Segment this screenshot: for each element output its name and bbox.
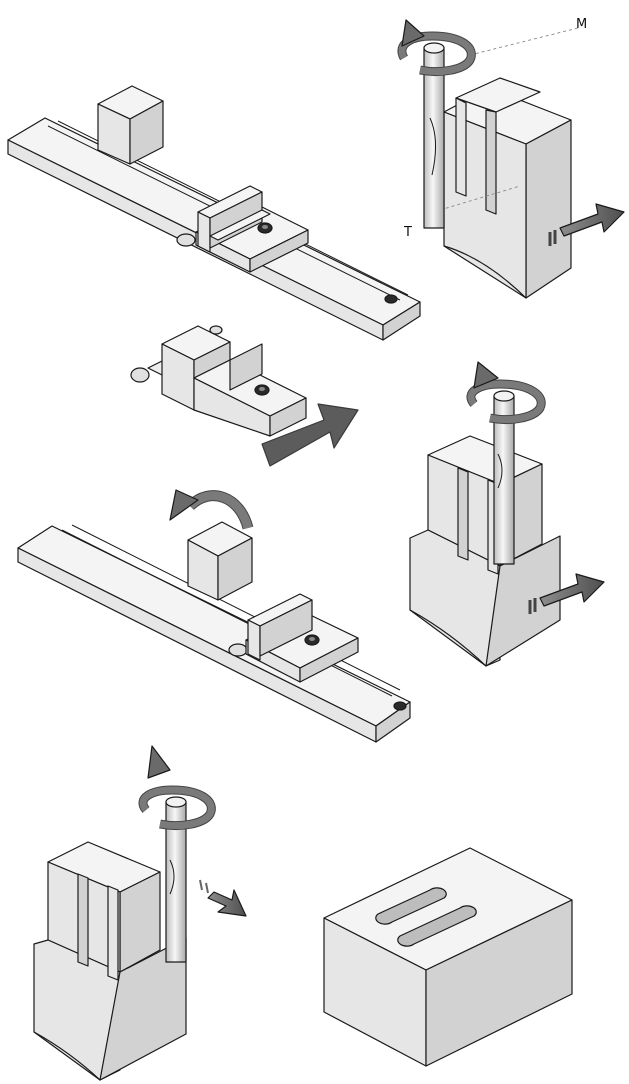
step4-milling [409, 361, 605, 667]
feed-arrow-icon [199, 879, 247, 917]
label-t: T [403, 225, 412, 240]
feed-arrow-icon [261, 403, 359, 467]
finished-part [323, 847, 573, 1067]
step3-clamp-removal [130, 325, 359, 467]
rotation-arrow-icon [397, 19, 476, 77]
feed-arrow-icon [528, 573, 605, 614]
rotation-arrow-icon [138, 745, 216, 831]
step6-milling [33, 745, 247, 1081]
flip-arrow-icon [169, 489, 254, 530]
step5-fixture-flip [17, 489, 411, 743]
feed-arrow-icon [548, 203, 625, 246]
label-m: M [576, 17, 587, 32]
step1-fixture [7, 85, 421, 341]
step2-milling: M T [397, 17, 625, 299]
rotation-arrow-icon [466, 361, 546, 425]
